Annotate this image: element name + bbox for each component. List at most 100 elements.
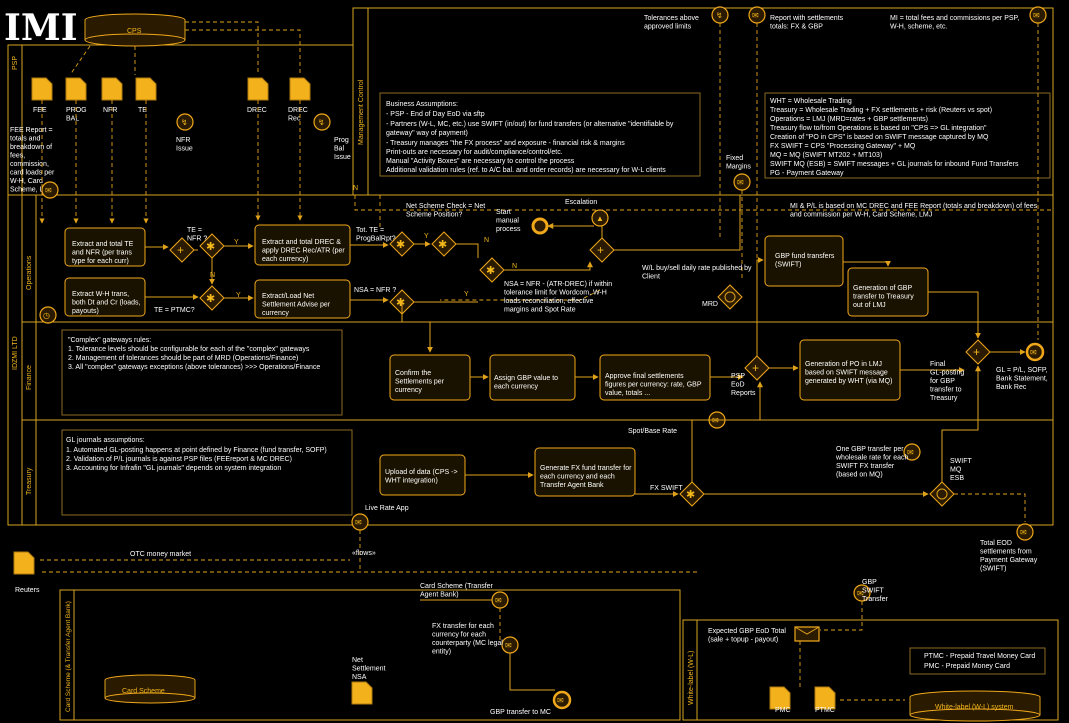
svg-text:N: N [353,185,358,192]
svg-text:✱: ✱ [396,297,405,309]
svg-text:▲: ▲ [596,214,604,223]
svg-text:Treasury = Wholesale Trading +: Treasury = Wholesale Trading + FX settle… [770,107,992,114]
note-pmc: PTMC - Prepaid Travel Money Card PMC - P… [909,647,1046,675]
note-glossary: WHT = Wholesale Trading Treasury = Whole… [764,92,1051,179]
svg-text:WHT = Wholesale Trading: WHT = Wholesale Trading [770,98,852,105]
pool-label-company: IDZMI LTD [12,336,19,370]
event-mi-total: ✉ [1029,6,1047,24]
svg-text:DREC: DREC [247,107,267,114]
doc-pmc: PMC [769,686,791,714]
event-live-rate: ✉ [351,513,369,531]
lane-label-psp: PSP [12,56,19,70]
svg-text:3. Accounting for Infrafin "GL: 3. Accounting for Infrafin "GL journals"… [66,465,281,472]
svg-text:✉: ✉ [557,696,564,705]
svg-text:2. Management of tolerances sh: 2. Management of tolerances should be pa… [68,355,298,362]
svg-text:Escalation: Escalation [565,199,597,206]
svg-text:↯: ↯ [181,118,188,127]
svg-text:GBP fund transfers(SWIFT): GBP fund transfers(SWIFT) [775,253,835,269]
svg-text:NSA = NFR - (ATR-DREC) if with: NSA = NFR - (ATR-DREC) if withintoleranc… [504,281,612,314]
svg-text:NSA = NFR ?: NSA = NFR ? [354,287,396,294]
svg-text:IMI: IMI [4,7,78,49]
doc-fee: FEE [31,77,53,114]
gateway-mrd [717,284,743,310]
event-gbp-to-mc: ✉ [552,690,572,710]
event-start-manual [531,217,549,235]
svg-text:"Complex" gateways rules:: "Complex" gateways rules: [68,337,151,344]
svg-text:GBP transfer to MC: GBP transfer to MC [490,709,551,716]
svg-text:OTC money market: OTC money market [130,551,191,558]
svg-text:◷: ◷ [43,311,50,320]
svg-text:✉: ✉ [907,448,914,457]
doc-reuters: Reuters [13,551,40,594]
svg-text:- PSP - End of Day EoD via sft: - PSP - End of Day EoD via sftp [386,111,485,118]
pool-company [7,194,1054,526]
svg-text:+: + [597,243,604,257]
task-upload-data: Upload of data (CPS ->WHT integration) [379,454,466,496]
gateway-nsa-formula: ✱ [479,257,505,283]
svg-text:✉: ✉ [45,186,52,195]
svg-text:✱: ✱ [206,241,215,253]
gateway-final-plus: + [965,339,991,365]
svg-text:Upload of data (CPS ->WHT inte: Upload of data (CPS ->WHT integration) [385,469,458,485]
svg-text:Tot. TE =ProgBalRpt?: Tot. TE =ProgBalRpt? [356,227,396,243]
gateway-te-ptmc: ✱ [199,285,225,311]
svg-text:FX SWIFT: FX SWIFT [650,485,683,492]
svg-text:TE = PTMC?: TE = PTMC? [154,307,195,314]
note-gl-journals: GL journals assumptions: 1. Automated GL… [61,429,353,516]
event-gl-end: ✉ [1025,342,1045,362]
svg-text:✉: ✉ [505,641,512,650]
svg-text:Spot/Base Rate: Spot/Base Rate [628,428,677,435]
svg-text:✉: ✉ [752,11,759,20]
svg-text:CPS: CPS [127,28,142,35]
svg-text:✱: ✱ [396,239,405,251]
lane-white-label [682,619,1059,721]
event-start-psp: ✉ [41,181,59,199]
wl-system-store: White-label (W-L) system [909,690,1041,722]
cps-store: CPS [84,13,186,47]
svg-text:TE =NFR ?: TE =NFR ? [187,227,207,243]
note-business-assumptions: Business Assumptions: - PSP - End of Day… [379,92,701,177]
svg-text:Additional validation rules (r: Additional validation rules (ref. to A/C… [386,167,666,174]
svg-text:1. Tolerance levels should be: 1. Tolerance levels should be configurab… [68,346,310,353]
svg-text:↯: ↯ [716,11,723,20]
event-total-eod: ✉ [1016,523,1034,541]
card-scheme-store: Card Scheme [104,674,196,704]
svg-text:FEE: FEE [33,107,47,114]
task-extract-wh: Extract W-H trans,both Dt and Cr (loads,… [64,277,146,317]
logo: IMI [4,7,78,49]
svg-text:MRD: MRD [702,301,718,308]
svg-text:✱: ✱ [686,489,695,501]
note-complex-gateways: "Complex" gateways rules: 1. Tolerance l… [61,329,343,416]
svg-text:Y: Y [464,291,469,298]
lane-label-operations: Operations [26,255,33,290]
svg-text:MI & P/L is based on MC DREC a: MI & P/L is based on MC DREC and FEE Rep… [790,203,1038,219]
event-card-scheme-tab: ✉ [491,591,509,609]
swimlanes: PSP Management Control IDZMI LTD Operati… [7,7,1059,721]
doc-ptmc: PTMC [814,686,836,714]
svg-text:3. All "complex" gateways exce: 3. All "complex" gateways exceptions (ab… [68,364,320,371]
lane-label-whitelabel: White-label (W-L) [688,651,695,705]
event-escalation: ▲ [591,209,609,227]
svg-text:N: N [484,237,489,244]
